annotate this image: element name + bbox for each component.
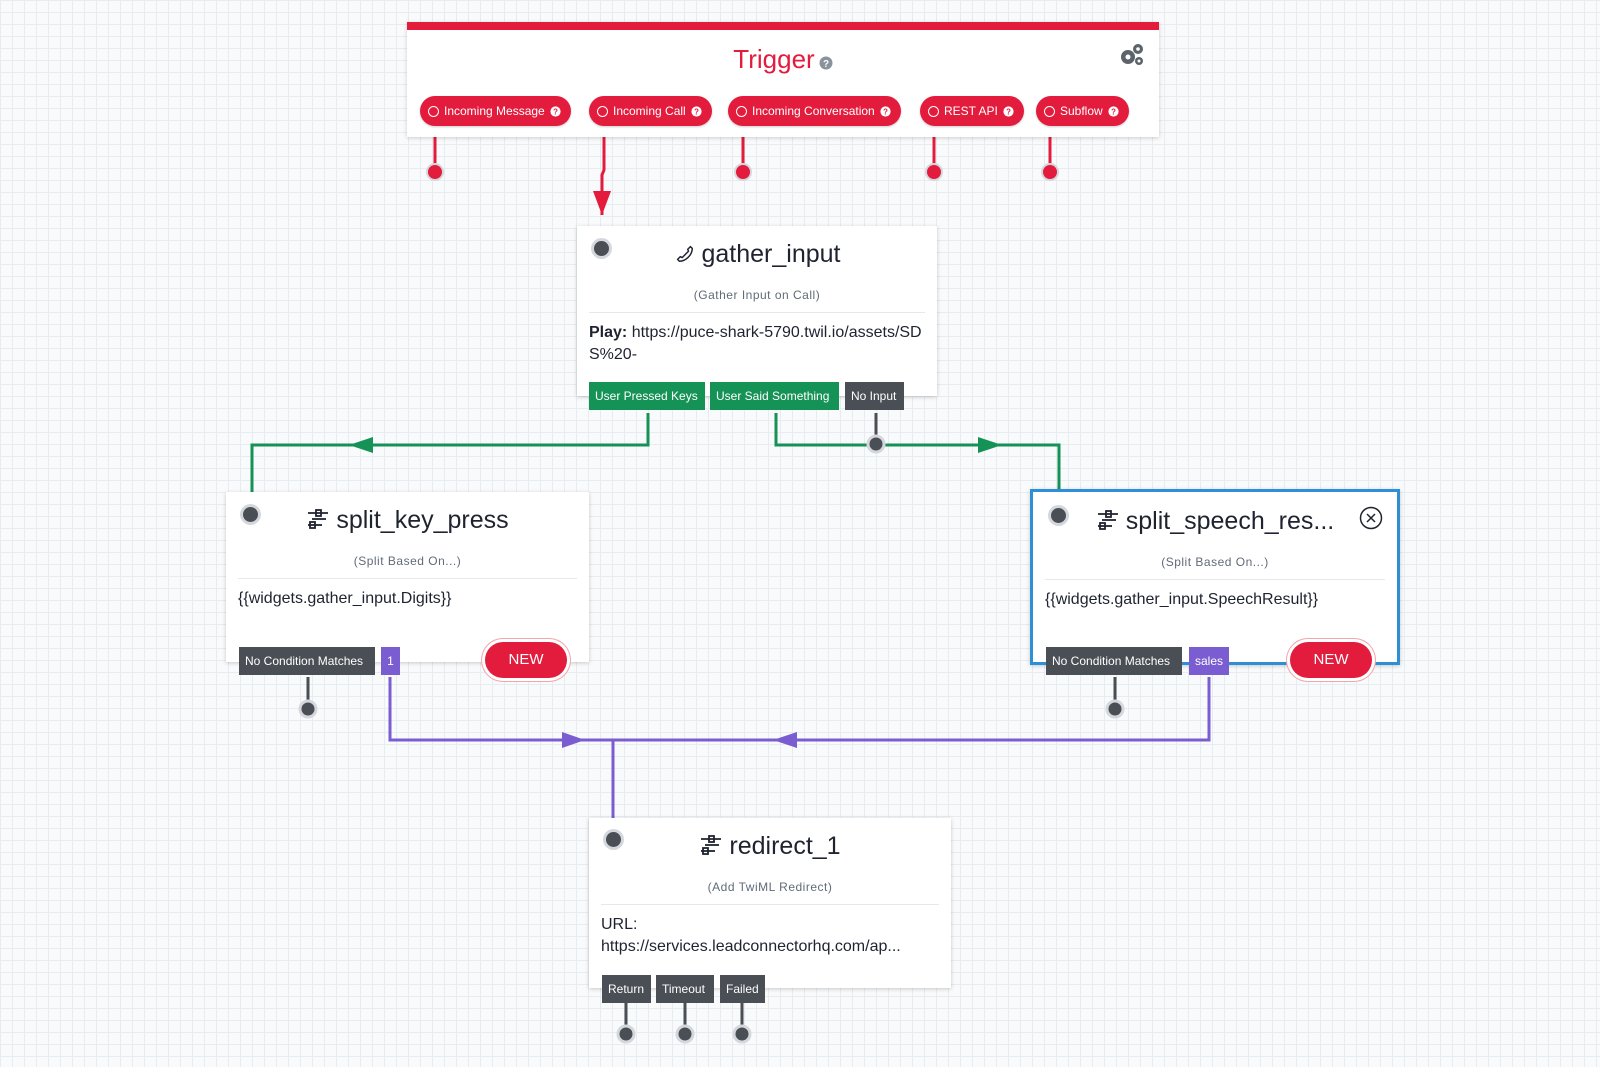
transition-no-condition-matches[interactable]: No Condition Matches [239,647,375,675]
divider [1045,579,1385,580]
failed-endpoint [732,1024,752,1044]
widget-title: split_key_press [226,506,589,535]
arrow-sales [773,732,797,748]
trigger-endpoint-incoming-conversation [734,163,752,181]
speech-no-match-endpoint [1105,699,1125,719]
transition-no-condition-matches[interactable]: No Condition Matches [1046,647,1182,675]
return-endpoint [616,1024,636,1044]
help-icon[interactable]: ? [880,105,891,117]
trigger-rest-api[interactable]: REST API ? [920,96,1024,126]
widget-subtitle: (Split Based On...) [1161,555,1269,569]
widget-split-speech-result[interactable]: split_speech_res... (Split Based On...) … [1030,489,1400,665]
circle-icon [428,105,439,117]
trigger-widget[interactable]: Trigger ? Incoming Message ? Incoming Ca… [407,22,1159,137]
circle-icon [1044,105,1055,117]
input-connector[interactable] [1051,508,1066,523]
transition-return[interactable]: Return [602,975,651,1003]
phone-icon [677,245,694,262]
help-icon[interactable]: ? [550,105,561,117]
widget-subtitle: (Add TwiML Redirect) [707,880,833,894]
svg-text:?: ? [823,59,829,70]
trigger-endpoint-incoming-message [426,163,444,181]
transition-sales[interactable]: sales [1189,647,1229,675]
arrow-said-something [978,437,1002,453]
close-icon[interactable] [1359,506,1383,535]
input-connector[interactable] [243,507,258,522]
body-value: https://puce-shark-5790.twil.io/assets/S… [589,324,922,363]
body-value: https://services.leadconnectorhq.com/ap.… [601,938,901,955]
help-icon[interactable]: ? [1108,105,1119,117]
widget-subtitle: (Gather Input on Call) [693,288,821,302]
help-icon[interactable]: ? [819,46,833,77]
split-icon [701,835,722,855]
widget-body: {{widgets.gather_input.SpeechResult}} [1045,591,1319,608]
divider [601,904,939,905]
help-icon[interactable]: ? [1003,105,1014,117]
svg-text:?: ? [694,107,699,116]
help-icon[interactable]: ? [691,105,702,117]
new-transition-button[interactable]: NEW [485,642,567,678]
trigger-endpoint-subflow [1041,163,1059,181]
trigger-incoming-message[interactable]: Incoming Message ? [420,96,571,126]
transition-user-pressed-keys[interactable]: User Pressed Keys [589,382,705,410]
body-label: URL: [601,916,638,933]
svg-text:?: ? [553,107,558,116]
split-icon [1097,510,1118,530]
wire-user-said-something [774,413,1061,492]
timeout-endpoint [675,1024,695,1044]
key-no-match-endpoint [298,699,318,719]
new-transition-button[interactable]: NEW [1290,642,1372,678]
trigger-incoming-conversation[interactable]: Incoming Conversation ? [728,96,901,126]
divider [238,578,577,579]
widget-redirect-1[interactable]: redirect_1 (Add TwiML Redirect) URL: htt… [589,818,951,988]
transition-timeout[interactable]: Timeout [656,975,714,1003]
trigger-endpoint-rest-api [925,163,943,181]
transition-no-input[interactable]: No Input [845,382,904,410]
arrow-incoming-call [593,191,611,215]
wire-sales [613,677,1211,742]
transition-failed[interactable]: Failed [720,975,765,1003]
widget-split-key-press[interactable]: split_key_press (Split Based On...) {{wi… [226,492,589,662]
gear-icon[interactable] [1117,42,1145,73]
arrow-key-1 [562,732,585,748]
widget-gather-input[interactable]: gather_input (Gather Input on Call) Play… [577,226,937,396]
widget-title: redirect_1 [589,832,951,861]
divider [589,312,925,313]
no-input-endpoint [866,434,886,454]
wire-key-1 [388,677,615,818]
widget-body: URL: https://services.leadconnectorhq.co… [601,914,941,958]
svg-text:?: ? [883,107,888,116]
split-icon [308,509,329,529]
input-connector[interactable] [594,241,609,256]
body-label: Play: [589,324,628,341]
widget-title: gather_input [577,240,937,269]
widget-body: Play: https://puce-shark-5790.twil.io/as… [589,322,927,366]
widget-subtitle: (Split Based On...) [353,554,462,568]
purple-wires [388,677,1211,818]
widget-body: {{widgets.gather_input.Digits}} [238,590,452,607]
trigger-subflow[interactable]: Subflow ? [1036,96,1129,126]
trigger-incoming-call[interactable]: Incoming Call ? [589,96,712,126]
transition-user-said-something[interactable]: User Said Something [710,382,839,410]
svg-text:?: ? [1111,107,1116,116]
circle-icon [928,105,939,117]
arrow-pressed-keys [349,437,373,453]
trigger-title: Trigger ? [407,44,1159,77]
circle-icon [736,105,747,117]
circle-icon [597,105,608,117]
widget-title: split_speech_res... [1033,507,1397,536]
green-wires [250,413,1061,492]
input-connector[interactable] [606,832,621,847]
wire-user-pressed-keys [250,413,650,492]
transition-1[interactable]: 1 [381,647,400,675]
svg-text:?: ? [1006,107,1011,116]
